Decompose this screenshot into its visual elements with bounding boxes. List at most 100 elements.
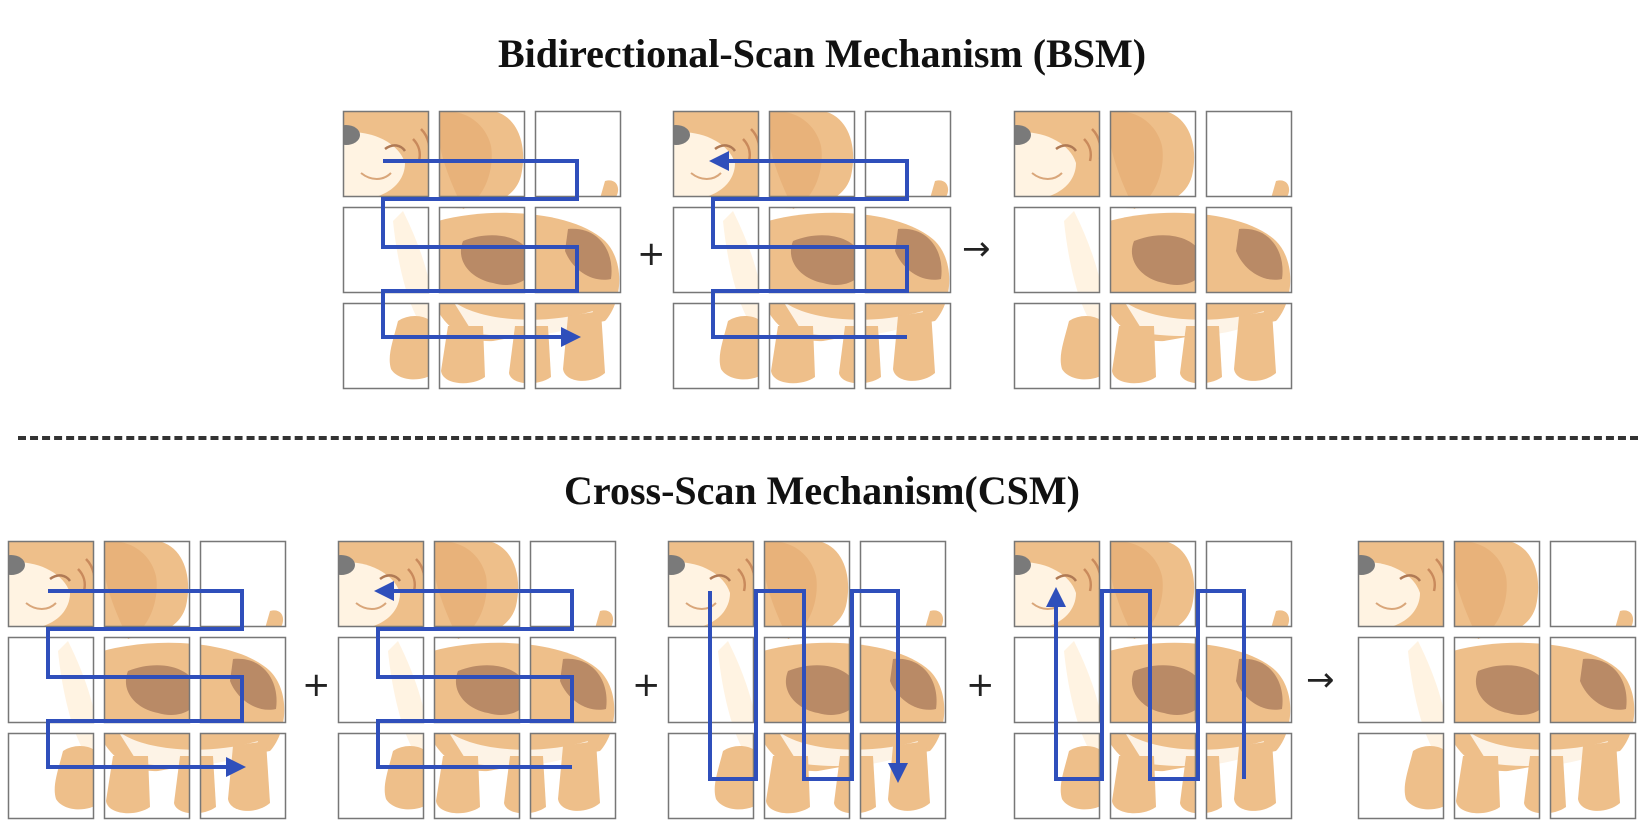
dog-eye xyxy=(714,144,737,152)
dog-mouth xyxy=(360,172,392,180)
grid-cell xyxy=(859,540,947,628)
dog-chest xyxy=(393,211,438,341)
grid-cell xyxy=(1453,636,1541,724)
dog-front-leg-1 xyxy=(1404,746,1453,810)
grid-cell xyxy=(7,540,95,628)
grid-cell xyxy=(1453,540,1541,628)
plus-operator: + xyxy=(302,665,331,705)
bsm-title: Bidirectional-Scan Mechanism (BSM) xyxy=(497,31,1147,76)
dog-eye xyxy=(379,574,402,582)
dog-back-spot xyxy=(1236,228,1283,280)
grid-cell xyxy=(337,732,425,820)
grid-cell xyxy=(859,636,947,724)
grid-cell xyxy=(1205,636,1293,724)
dog-nose xyxy=(343,125,360,145)
dog-back-spot xyxy=(1236,658,1283,710)
grid-cell xyxy=(199,732,287,820)
dog-nose xyxy=(1358,555,1375,575)
dog-back-spot xyxy=(1580,658,1627,710)
dog-nose xyxy=(1014,555,1031,575)
grid-cell xyxy=(763,540,851,628)
dog-back-spot xyxy=(890,658,937,710)
grid-cell xyxy=(433,540,521,628)
dog-eye xyxy=(1055,144,1078,152)
grid-cell xyxy=(1205,540,1293,628)
dog-nose xyxy=(668,555,685,575)
dog-chest xyxy=(1064,211,1109,341)
dog-back-leg-2 xyxy=(1234,311,1276,381)
grid-cell xyxy=(342,110,430,198)
dog-mouth xyxy=(25,602,57,610)
grid-cell xyxy=(859,732,947,820)
dog-chest xyxy=(718,641,763,771)
grid-cell xyxy=(103,540,191,628)
dog-ear xyxy=(1453,541,1507,639)
grid-cell xyxy=(1205,206,1293,294)
dog-image xyxy=(668,541,945,814)
dog-front-leg-2 xyxy=(771,326,815,384)
csm-grid-result xyxy=(1357,540,1637,820)
grid-cell xyxy=(1013,110,1101,198)
scan-path-row-snake-forward xyxy=(381,159,581,347)
dog-eye xyxy=(709,574,732,582)
csm-title: Cross-Scan Mechanism(CSM) xyxy=(564,468,1080,513)
dog-back-leg-2 xyxy=(893,311,935,381)
arrow-operator: → xyxy=(1306,660,1335,700)
grid-cell xyxy=(103,732,191,820)
dog-eye xyxy=(384,144,407,152)
grid-cell xyxy=(1109,110,1197,198)
grid-cell xyxy=(768,302,856,390)
dog-back-leg-2 xyxy=(1234,741,1276,811)
grid-cell xyxy=(342,302,430,390)
dog-nose xyxy=(1014,125,1031,145)
plus-operator: + xyxy=(632,665,661,705)
bsm-grid-backward-scan xyxy=(672,110,952,390)
dog-front-leg-1 xyxy=(54,746,103,810)
dog-front-leg-1 xyxy=(1060,316,1109,380)
scan-path-column-snake-backward xyxy=(1046,587,1246,781)
dog-belly xyxy=(448,731,588,767)
grid-cell xyxy=(337,540,425,628)
grid-cell xyxy=(1013,302,1101,390)
grid-cell xyxy=(534,302,622,390)
grid-cell xyxy=(1205,732,1293,820)
dog-nose xyxy=(338,555,355,575)
grid-cell xyxy=(433,732,521,820)
dog-mouth xyxy=(690,172,722,180)
dog-image xyxy=(1358,541,1635,814)
dog-tail xyxy=(930,180,949,206)
csm-grid-column-forward-scan xyxy=(667,540,947,820)
arrow-operator: → xyxy=(962,229,991,269)
plus-operator: + xyxy=(637,234,666,274)
dog-side-spot xyxy=(1475,665,1549,715)
dog-front-leg-2 xyxy=(1112,756,1156,814)
grid-cell xyxy=(1549,636,1637,724)
dog-belly xyxy=(1124,731,1264,767)
dog-tail xyxy=(1271,180,1290,206)
dog-muzzle xyxy=(668,562,730,630)
scan-path-column-snake-forward xyxy=(708,589,908,783)
dog-belly xyxy=(453,301,593,337)
dog-belly xyxy=(778,731,918,767)
dog-muzzle xyxy=(1358,562,1420,630)
grid-cell xyxy=(529,732,617,820)
dog-back-leg-1 xyxy=(834,756,876,814)
dog-front-leg-2 xyxy=(1112,326,1156,384)
grid-cell xyxy=(1109,540,1197,628)
dog-front-leg-2 xyxy=(106,756,150,814)
csm-grid-column-backward-scan xyxy=(1013,540,1293,820)
grid-cell xyxy=(864,302,952,390)
grid-cell xyxy=(763,636,851,724)
dog-belly xyxy=(783,301,923,337)
dog-back-leg-2 xyxy=(888,741,930,811)
dog-back-leg-1 xyxy=(839,326,881,384)
grid-cell xyxy=(1357,540,1445,628)
grid-cell xyxy=(438,110,526,198)
dog-front-leg-1 xyxy=(384,746,433,810)
grid-cell xyxy=(1549,540,1637,628)
dog-chest xyxy=(1064,641,1109,771)
grid-cell xyxy=(1109,636,1197,724)
dog-chest xyxy=(1408,641,1453,771)
dog-mouth xyxy=(685,602,717,610)
dog-image xyxy=(1014,541,1291,814)
